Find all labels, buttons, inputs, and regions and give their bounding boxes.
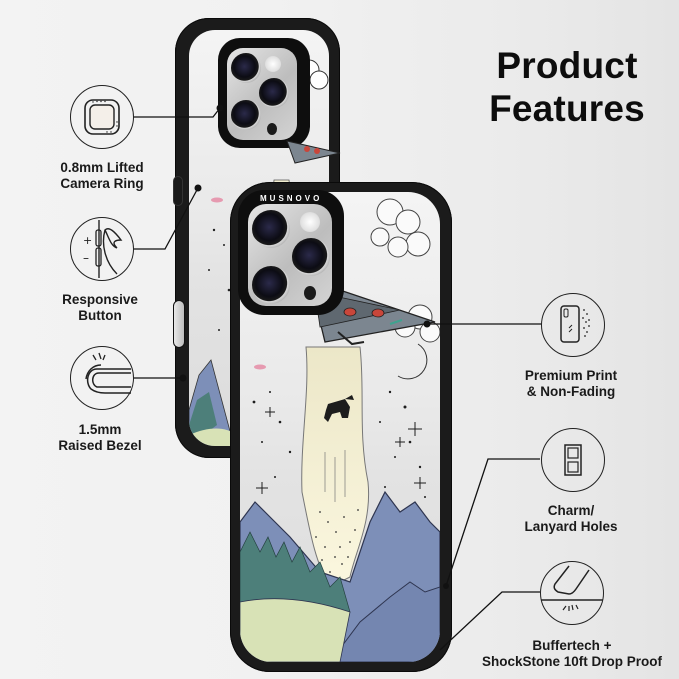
title-line-1: Product (496, 45, 638, 86)
phone-case-front: MUSNOVO (230, 182, 452, 672)
svg-text:–: – (83, 251, 89, 265)
ufo-back-icon (286, 140, 341, 164)
feature-label: Charm/ Lanyard Holes (524, 503, 618, 534)
feature-label: 0.8mm Lifted Camera Ring (60, 160, 144, 191)
camera-ring-icon (70, 85, 134, 149)
drop-impact-icon (540, 561, 604, 625)
volume-button-back (173, 300, 185, 348)
lanyard-hole-icon (541, 428, 605, 492)
feature-label: Buffertech + ShockStone 10ft Drop Proof (481, 638, 662, 669)
svg-text:+: + (83, 234, 92, 247)
feature-label: Premium Print & Non-Fading (524, 368, 618, 399)
raised-bezel-icon (70, 346, 134, 410)
phone-print-icon (541, 293, 605, 357)
page-title: Product Features (462, 44, 672, 130)
title-line-2: Features (489, 88, 645, 129)
brand-ring-text: MUSNOVO (260, 194, 323, 203)
artwork-front-svg (240, 198, 440, 662)
side-button-icon: + – (70, 217, 134, 281)
feature-label: Responsive Button (62, 292, 138, 323)
feature-label: 1.5mm Raised Bezel (58, 422, 142, 453)
cow-icon (324, 395, 354, 422)
